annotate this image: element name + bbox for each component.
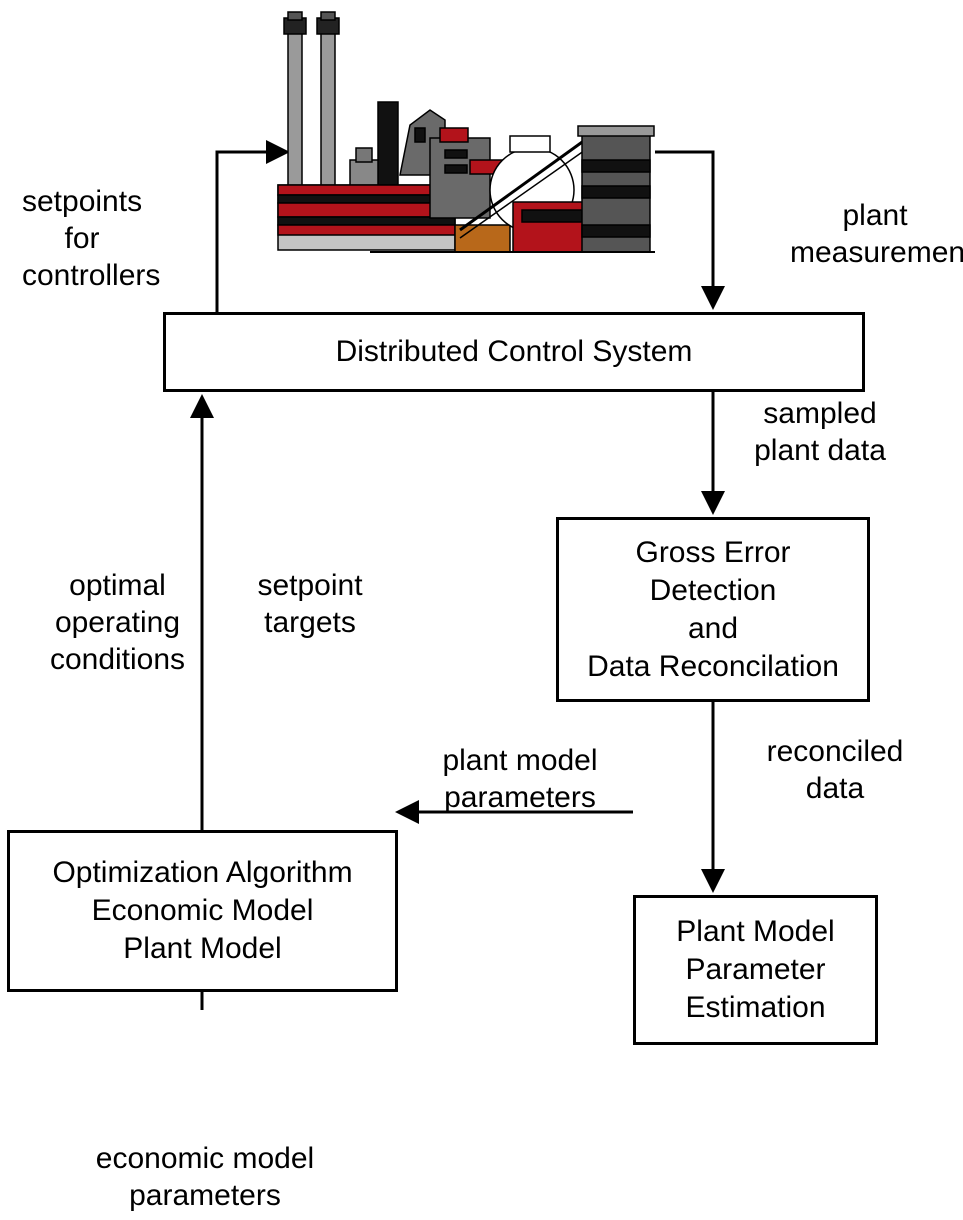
gross-error-line-4: Data Reconcilation [587, 649, 839, 683]
estimation-line-1: Plant Model [676, 915, 835, 948]
industrial-plant-icon [277, 11, 655, 253]
reconciled-data-label: reconciled data [766, 735, 904, 805]
optimization-line-3: Plant Model [123, 932, 282, 965]
plant-model-parameters-label: plant model parameters [442, 744, 598, 814]
plant-measurements-label: plant measurements [790, 199, 963, 269]
sampled-plant-data-label: sampled plant data [754, 397, 886, 467]
dcs-label: Distributed Control System [335, 335, 693, 368]
optimal-operating-conditions-label: optimal operating conditions [49, 569, 186, 676]
economic-model-parameters-label: economic model parameters [95, 1142, 315, 1212]
arrow-dcs-to-plant [215, 140, 290, 312]
setpoints-for-controllers-label: setpoints for controllers [22, 185, 161, 292]
optimization-algorithm-box: Optimization Algorithm Economic Model Pl… [7, 830, 398, 992]
gross-error-line-1: Gross Error [635, 535, 791, 569]
optimization-line-1: Optimization Algorithm [52, 856, 353, 889]
arrow-plant-to-dcs [655, 150, 725, 310]
estimation-line-3: Estimation [685, 991, 826, 1024]
gross-error-line-2: Detection [649, 573, 777, 607]
gross-error-detection-box: Gross Error Detection and Data Reconcila… [556, 517, 870, 702]
distributed-control-system-box: Distributed Control System [163, 312, 865, 392]
setpoint-targets-label: setpoint targets [257, 569, 363, 639]
estimation-line-2: Parameter [685, 953, 826, 986]
optimization-line-2: Economic Model [91, 894, 314, 927]
gross-error-line-3: and [687, 611, 739, 645]
parameter-estimation-box: Plant Model Parameter Estimation [633, 895, 878, 1045]
